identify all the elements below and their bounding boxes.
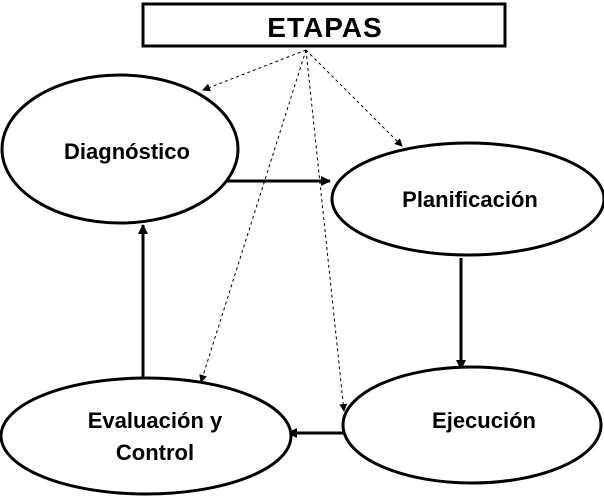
node-label-ejecucion: Ejecución (432, 408, 536, 433)
node-label-planificacion: Planificación (402, 187, 538, 212)
node-evaluacion-control: Evaluación y Control (0, 376, 293, 496)
dashed-edge-etapas-planificacion (305, 49, 403, 147)
node-label-evaluacion-line1: Evaluación y (88, 408, 223, 433)
node-label-diagnostico: Diagnóstico (64, 139, 190, 164)
dashed-edge-etapas-ejecucion (305, 49, 348, 412)
node-ejecucion: Ejecución (341, 365, 603, 485)
node-label-evaluacion-line2: Control (116, 440, 194, 465)
dashed-edge-etapas-evaluacion (199, 49, 307, 383)
node-planificacion: Planificación (330, 141, 604, 257)
dashed-edge-etapas-diagnostico (202, 49, 307, 92)
node-diagnostico: Diagnóstico (0, 73, 240, 225)
title-label: ETAPAS (267, 12, 382, 43)
title-box (141, 2, 507, 48)
